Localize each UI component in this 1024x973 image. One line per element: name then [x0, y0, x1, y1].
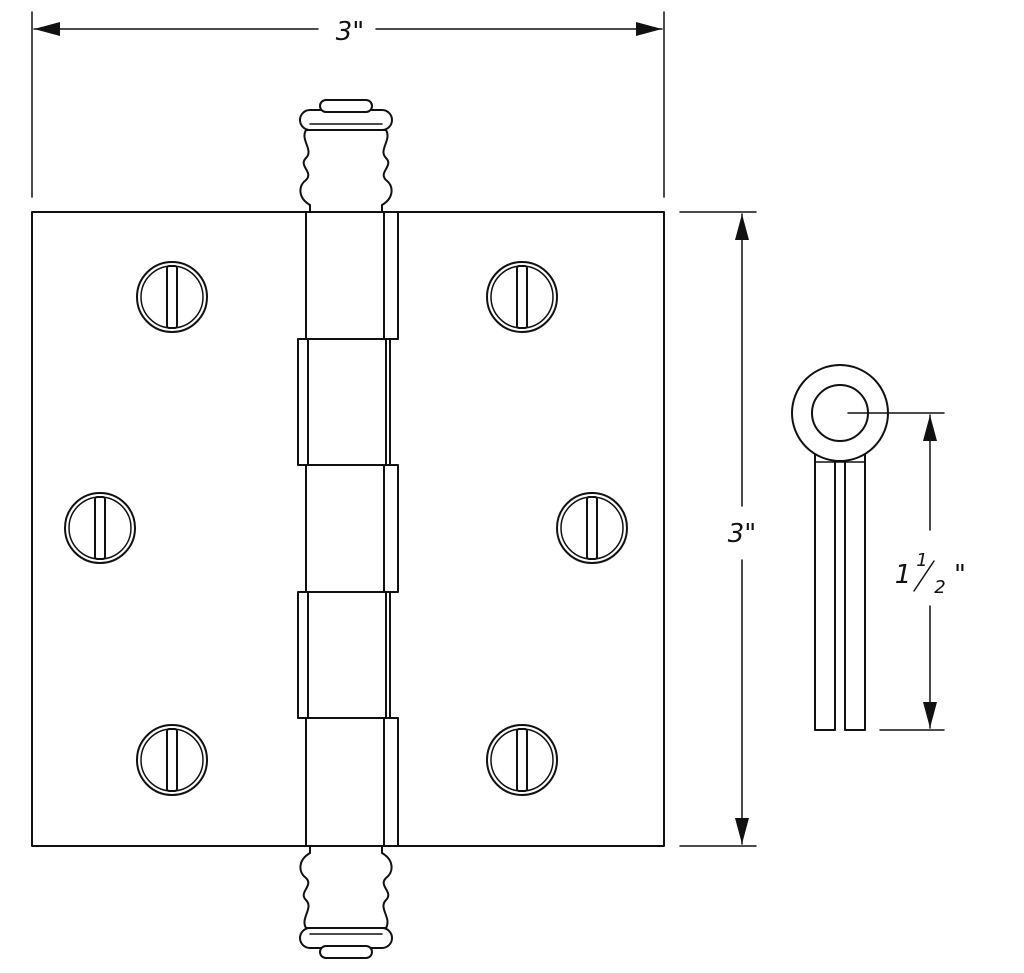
thickness-numerator: 1 — [916, 550, 927, 571]
height-arrow-top — [735, 214, 749, 240]
top-finial-body — [299, 129, 393, 213]
top-finial — [299, 99, 393, 213]
screw-top-left-slot — [166, 265, 178, 329]
profile-leaf-right — [844, 454, 866, 731]
bottom-finial-tip — [319, 945, 373, 959]
screw-top-right — [486, 261, 558, 333]
width-arrow-right — [636, 22, 662, 36]
knuckle-1 — [305, 211, 385, 340]
side-profile-view — [791, 364, 889, 731]
screw-bottom-left-rim — [136, 724, 208, 796]
thickness-whole: 1 — [895, 560, 912, 590]
thickness-arrow-top — [923, 415, 937, 441]
knuckle-barrel — [297, 211, 399, 847]
bottom-finial-body — [299, 845, 393, 929]
screw-top-right-rim — [486, 261, 558, 333]
height-arrow-bottom — [735, 818, 749, 844]
screw-bottom-right — [486, 724, 558, 796]
screw-middle-right-rim — [556, 492, 628, 564]
screw-bottom-left-slot — [166, 728, 178, 792]
screw-top-right-slot — [516, 265, 528, 329]
screw-middle-left-slot — [94, 496, 106, 560]
screw-middle-left-rim — [64, 492, 136, 564]
screw-bottom-right-slot — [516, 728, 528, 792]
knuckle-4-flap — [297, 591, 309, 719]
screws — [64, 261, 628, 796]
knuckle-3-flap — [383, 464, 399, 593]
height-label: 3" — [728, 519, 757, 549]
knuckle-2 — [307, 338, 387, 466]
profile-leaf-left — [814, 454, 836, 731]
thickness-denominator: 2 — [934, 577, 945, 598]
knuckle-4 — [307, 591, 387, 719]
bottom-finial — [299, 845, 393, 959]
knuckle-1-flap — [383, 211, 399, 340]
screw-middle-right — [556, 492, 628, 564]
knuckle-5-flap — [383, 717, 399, 847]
screw-middle-right-slot — [586, 496, 598, 560]
width-label: 3" — [336, 17, 365, 47]
thickness-arrow-bottom — [923, 702, 937, 728]
knuckle-5 — [305, 717, 385, 847]
screw-bottom-left — [136, 724, 208, 796]
width-arrow-left — [34, 22, 60, 36]
knuckle-3 — [305, 464, 385, 593]
height-dimension: 3" — [679, 211, 757, 847]
screw-top-left-rim — [136, 261, 208, 333]
width-dimension: 3" — [31, 11, 665, 198]
thickness-dimension: 1 1 2 " — [847, 412, 966, 731]
screw-middle-left — [64, 492, 136, 564]
thickness-unit: " — [954, 560, 966, 590]
thickness-fraction-bar — [913, 560, 935, 592]
knuckle-2-flap — [297, 338, 309, 466]
screw-bottom-right-rim — [486, 724, 558, 796]
screw-top-left — [136, 261, 208, 333]
top-finial-tip — [319, 99, 373, 113]
